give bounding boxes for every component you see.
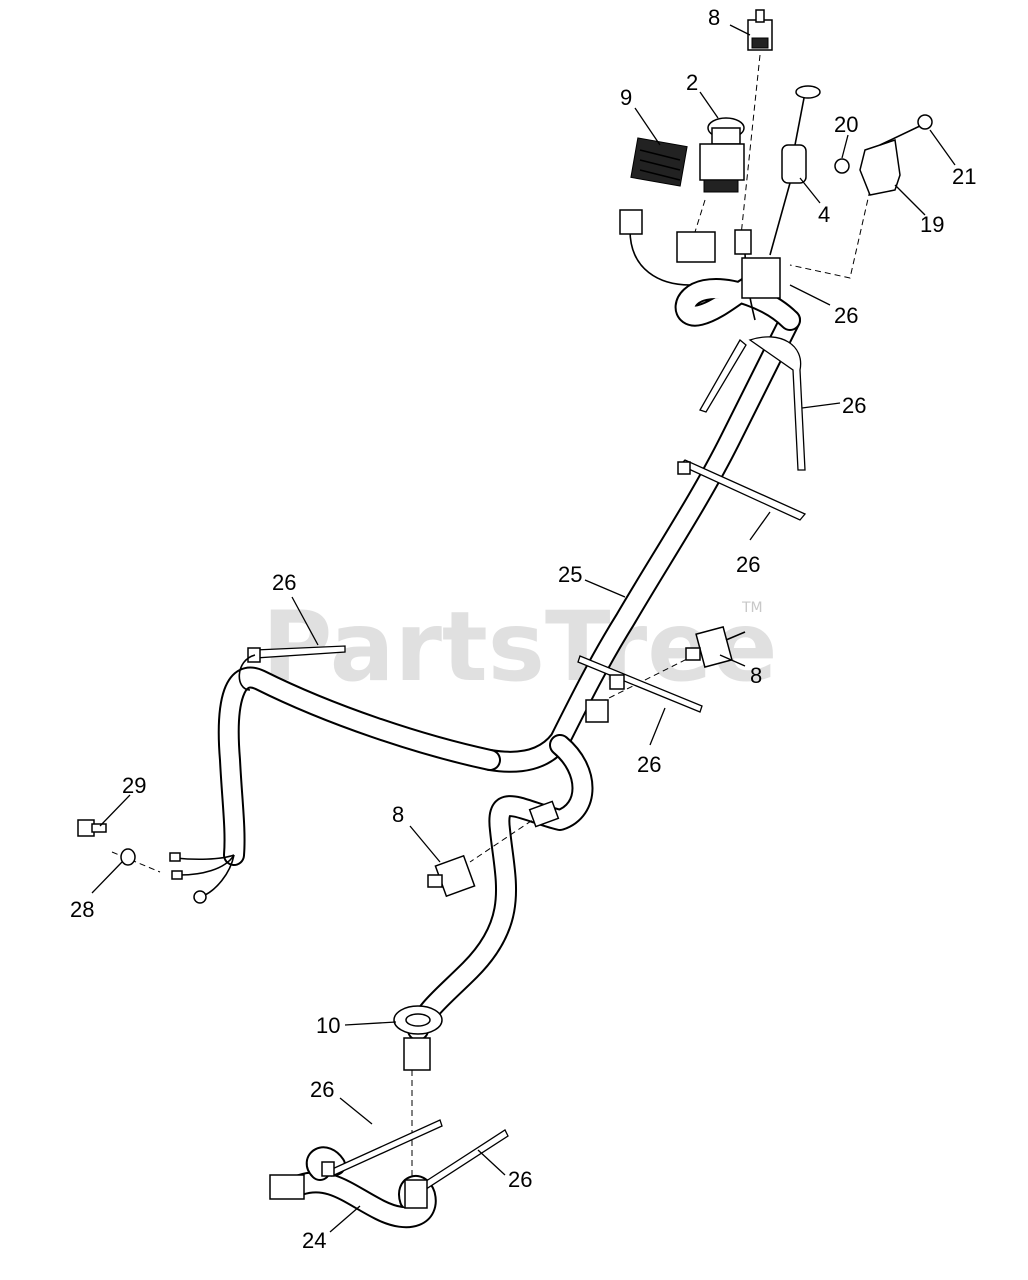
- switch-8-mid: [685, 626, 746, 668]
- callout-26-d: 26: [272, 570, 296, 595]
- watermark-tm: TM: [741, 600, 763, 616]
- callout-28: 28: [70, 897, 94, 922]
- callout-26-e: 26: [637, 752, 661, 777]
- bolt-29: [77, 819, 107, 837]
- grommet-10: [393, 1005, 443, 1071]
- callout-26-g: 26: [508, 1167, 532, 1192]
- callout-19: 19: [920, 212, 944, 237]
- switch-8-top: [747, 9, 773, 51]
- callout-25: 25: [558, 562, 582, 587]
- callout-8-mid: 8: [750, 663, 762, 688]
- callout-29: 29: [122, 773, 146, 798]
- align-line-2: [694, 199, 706, 233]
- nut-20: [834, 158, 850, 174]
- callout-8-top: 8: [708, 5, 720, 30]
- pigtail-connector: [619, 209, 643, 235]
- left-wire-2: [179, 854, 235, 876]
- key-switch-4: [769, 85, 821, 256]
- switch-9: [630, 137, 688, 187]
- callout-26-f: 26: [310, 1077, 334, 1102]
- cable-tie-c: [677, 459, 807, 521]
- switch-8-low: [427, 800, 560, 898]
- callout-26-b: 26: [842, 393, 866, 418]
- callout-26-c: 26: [736, 552, 760, 577]
- switch-2: [699, 117, 745, 193]
- connector-8-top: [734, 229, 752, 255]
- callout-10: 10: [316, 1013, 340, 1038]
- align-line-8-low: [469, 814, 541, 863]
- watermark-text: PartsTree: [262, 591, 777, 703]
- washer-28: [120, 848, 136, 866]
- callout-21: 21: [952, 164, 976, 189]
- screw-21: [879, 114, 933, 146]
- ring-terminal: [193, 890, 207, 904]
- align-line-19: [789, 189, 871, 279]
- leader-lines: [91, 24, 956, 1233]
- spade-terminal-1: [169, 852, 181, 862]
- pigtail-wire: [629, 229, 691, 286]
- cable-tie-b: [748, 336, 806, 471]
- bracket-19: [859, 139, 901, 196]
- spade-terminal-2: [171, 870, 183, 880]
- align-line-29: [111, 851, 161, 873]
- align-line-8-top: [739, 54, 761, 246]
- callout-9: 9: [620, 85, 632, 110]
- cable-tie-d: [238, 645, 346, 691]
- callout-2: 2: [686, 70, 698, 95]
- align-line-8-mid: [604, 654, 696, 701]
- callout-4: 4: [818, 202, 830, 227]
- callout-20: 20: [834, 112, 858, 137]
- callout-26-a: 26: [834, 303, 858, 328]
- cable-tie-e: [577, 655, 703, 723]
- cable-tie-a: [699, 257, 781, 413]
- left-wire-3: [204, 854, 235, 896]
- cable-tie-f: [321, 1119, 443, 1177]
- connector-bottom-left: [269, 1174, 305, 1200]
- cable-tie-g: [404, 1129, 509, 1209]
- callout-24: 24: [302, 1228, 326, 1253]
- connector-2: [676, 231, 716, 263]
- callout-8-low: 8: [392, 802, 404, 827]
